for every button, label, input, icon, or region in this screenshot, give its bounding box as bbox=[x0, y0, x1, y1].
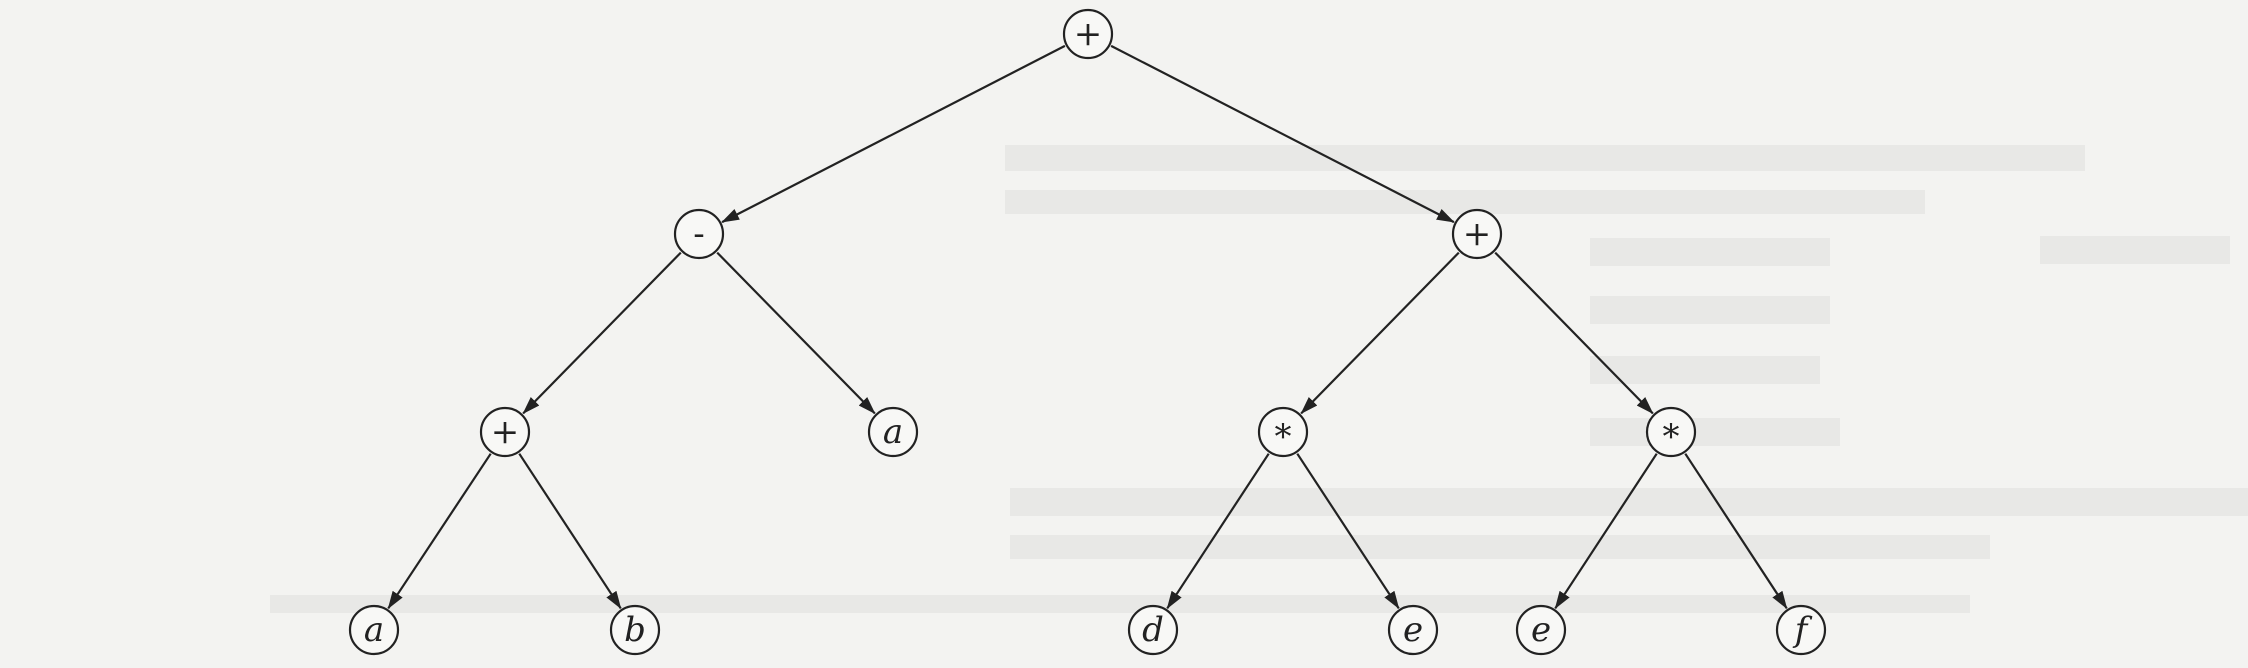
edge-plus-left-to-leaf-b bbox=[518, 453, 622, 610]
node-circle bbox=[1062, 8, 1114, 60]
node-circle bbox=[479, 406, 531, 458]
node-circle bbox=[1257, 406, 1309, 458]
node-times-right: * bbox=[1645, 406, 1697, 458]
node-plus-left: + bbox=[479, 406, 531, 458]
node-circle bbox=[609, 604, 661, 656]
node-circle bbox=[1645, 406, 1697, 458]
node-leaf-a: a bbox=[348, 604, 400, 656]
node-circle bbox=[1515, 604, 1567, 656]
node-times-left: * bbox=[1257, 406, 1309, 458]
node-circle bbox=[867, 406, 919, 458]
node-leaf-e2: e bbox=[1515, 604, 1567, 656]
edge-minus-to-a-mid bbox=[716, 251, 876, 415]
node-plus-right: + bbox=[1451, 208, 1503, 260]
node-label: * bbox=[1275, 417, 1292, 457]
node-a-mid: a bbox=[867, 406, 919, 458]
node-label: a bbox=[364, 610, 384, 650]
edge-plus-left-to-leaf-a bbox=[387, 453, 492, 610]
background-bleed-through bbox=[270, 145, 2248, 613]
edge-plus-right-to-times-left bbox=[1300, 251, 1460, 415]
node-label: a bbox=[883, 412, 903, 452]
node-leaf-d: d bbox=[1127, 604, 1179, 656]
edge-times-left-to-leaf-e1 bbox=[1296, 453, 1400, 610]
node-circle bbox=[348, 604, 400, 656]
node-leaf-f: f bbox=[1775, 604, 1827, 656]
node-label: - bbox=[693, 214, 705, 254]
node-label: e bbox=[1403, 610, 1423, 650]
edge-minus-to-plus-left bbox=[522, 251, 682, 415]
node-label: + bbox=[491, 412, 520, 452]
node-leaf-b: b bbox=[609, 604, 661, 656]
node-label: * bbox=[1663, 417, 1680, 457]
node-circle bbox=[673, 208, 725, 260]
node-label: + bbox=[1463, 214, 1492, 254]
node-root: + bbox=[1062, 8, 1114, 60]
node-label: + bbox=[1074, 14, 1103, 54]
edge-root-to-minus bbox=[721, 44, 1066, 224]
tree-edges bbox=[387, 44, 1788, 610]
edge-times-left-to-leaf-d bbox=[1166, 453, 1270, 610]
node-label: b bbox=[624, 610, 646, 650]
node-label: d bbox=[1142, 610, 1164, 650]
node-minus: - bbox=[673, 208, 725, 260]
node-circle bbox=[1451, 208, 1503, 260]
node-leaf-e1: e bbox=[1387, 604, 1439, 656]
node-circle bbox=[1127, 604, 1179, 656]
edge-plus-right-to-times-right bbox=[1494, 251, 1654, 415]
edge-root-to-plus-right bbox=[1110, 44, 1455, 224]
node-circle bbox=[1387, 604, 1439, 656]
node-circle bbox=[1775, 604, 1827, 656]
tree-nodes: + - + + a * * a b d e e f bbox=[348, 8, 1827, 656]
edge-times-right-to-leaf-f bbox=[1684, 453, 1788, 610]
edge-times-right-to-leaf-e2 bbox=[1554, 453, 1658, 610]
node-label: e bbox=[1531, 610, 1551, 650]
